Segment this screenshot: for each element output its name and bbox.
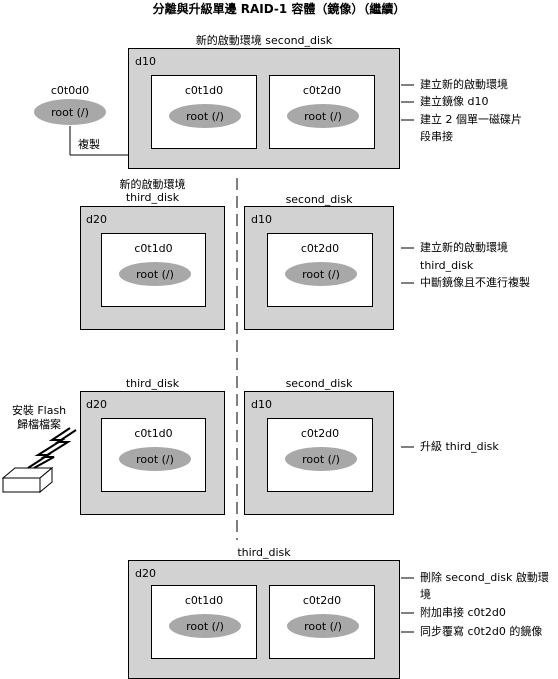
disk-label: c0t1d0 — [134, 242, 173, 255]
source-disk-label: c0t0d0 — [50, 84, 90, 97]
source-root-partition: root (/) — [34, 99, 106, 125]
disk-label: c0t2d0 — [302, 594, 342, 607]
volume-label: d20 — [86, 213, 107, 226]
disk-box-c0t2d0: c0t2d0 root (/) — [269, 75, 375, 149]
be-label-second-disk: second_disk — [285, 377, 353, 390]
disk-label: c0t1d0 — [134, 427, 173, 440]
root-partition: root (/) — [285, 447, 357, 471]
disk-box-c0t1d0: c0t1d0 root (/) — [151, 75, 257, 149]
note: 段串接 — [420, 130, 453, 143]
note: 建立新的啟動環境 — [420, 78, 508, 91]
be-label-second-disk: 新的啟動環境 second_disk — [195, 34, 333, 47]
disk-label: c0t1d0 — [184, 84, 224, 97]
note: 附加串接 c0t2d0 — [420, 606, 506, 619]
disk-box-c0t2d0: c0t2d0 root (/) — [267, 418, 373, 492]
note: 建立鏡像 d10 — [420, 95, 489, 108]
be-label-third-disk: third_disk — [237, 546, 291, 559]
note: 中斷鏡像且不進行複製 — [420, 276, 530, 289]
disk-box-c0t2d0: c0t2d0 root (/) — [267, 233, 373, 307]
note: third_disk — [420, 259, 474, 272]
disk-label: c0t1d0 — [184, 594, 224, 607]
disk-box-c0t1d0: c0t1d0 root (/) — [151, 585, 257, 659]
disk-label: c0t2d0 — [302, 84, 342, 97]
diagram-title: 分離與升級單邊 RAID-1 容體（鏡像）（繼續） — [152, 2, 406, 16]
volume-box-d10: d10 c0t2d0 root (/) — [244, 206, 394, 330]
volume-label: d20 — [86, 398, 107, 411]
disk-box-c0t1d0: c0t1d0 root (/) — [101, 233, 206, 307]
root-partition: root (/) — [287, 614, 359, 638]
be-label-line1: 新的啟動環境 — [119, 178, 186, 191]
volume-label: d10 — [251, 398, 272, 411]
volume-box-d10: d10 c0t2d0 root (/) — [244, 391, 394, 515]
disk-box-c0t1d0: c0t1d0 root (/) — [101, 418, 206, 492]
volume-label: d10 — [251, 213, 272, 226]
note: 同步覆寫 c0t2d0 的鏡像 — [420, 625, 543, 638]
install-flash-label: 安裝 Flash — [11, 404, 67, 417]
volume-label: d10 — [135, 55, 156, 68]
note: 建立 2 個單一磁碟片 — [420, 113, 522, 126]
be-label-second-disk: second_disk — [285, 193, 353, 206]
root-partition: root (/) — [169, 104, 241, 128]
volume-box-d20: d20 c0t1d0 root (/) — [80, 206, 225, 330]
note: 建立新的啟動環境 — [420, 241, 508, 254]
root-partition: root (/) — [285, 262, 357, 286]
disk-label: c0t2d0 — [300, 242, 340, 255]
be-label-third-disk: third_disk — [125, 377, 180, 390]
volume-label: d20 — [135, 567, 156, 580]
volume-box-d20: d20 c0t1d0 root (/) c0t2d0 root (/) — [128, 560, 400, 679]
root-partition: root (/) — [169, 614, 241, 638]
flash-archive-label: 歸檔檔案 — [17, 418, 61, 431]
be-label-line2: third_disk — [125, 191, 180, 204]
disk-label: c0t2d0 — [300, 427, 340, 440]
volume-box-d20: d20 c0t1d0 root (/) — [80, 391, 225, 515]
note: 刪除 second_disk 啟動環 — [420, 571, 549, 584]
volume-box-d10: d10 c0t1d0 root (/) c0t2d0 root (/) — [128, 48, 400, 169]
root-partition: root (/) — [119, 262, 191, 286]
root-partition: root (/) — [119, 447, 191, 471]
note: 境 — [420, 588, 431, 601]
note: 升級 third_disk — [420, 440, 499, 453]
disk-box-c0t2d0: c0t2d0 root (/) — [269, 585, 375, 659]
copy-label: 複製 — [78, 138, 100, 151]
root-partition: root (/) — [287, 104, 359, 128]
flash-archive-icon — [1, 427, 77, 494]
